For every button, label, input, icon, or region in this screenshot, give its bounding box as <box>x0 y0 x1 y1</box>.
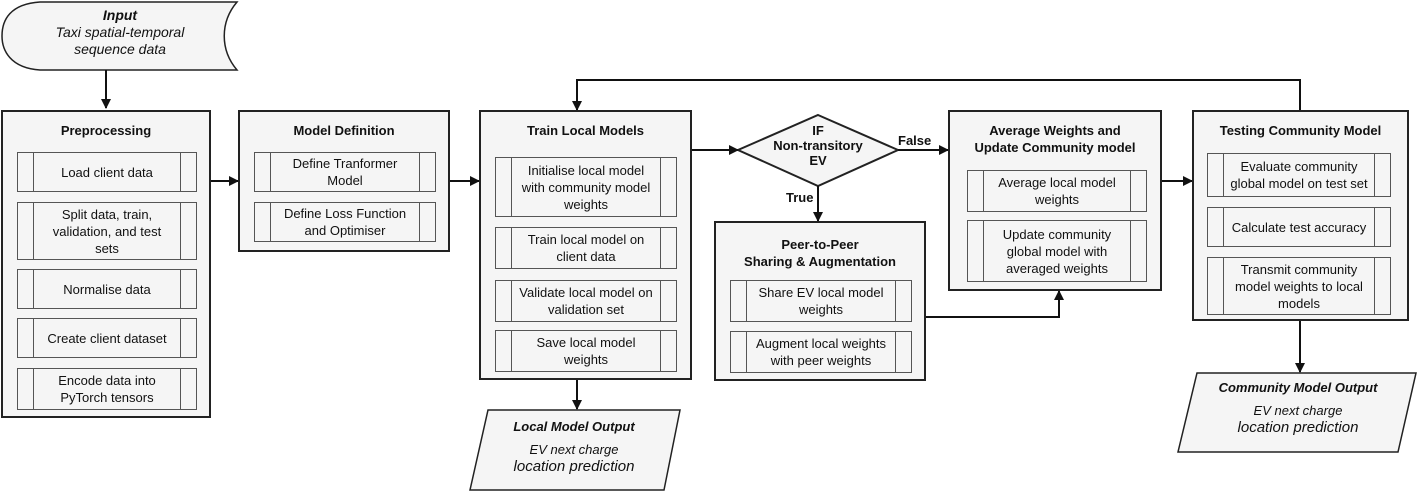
input-shape <box>1 1 239 71</box>
step-augment-weights: Augment local weights with peer weights <box>730 331 912 373</box>
average-title: Average Weights and Update Community mod… <box>950 122 1160 156</box>
arrow-testing-loop-to-train <box>572 79 1301 111</box>
decision-text: IF Non-transitory EV <box>758 123 878 168</box>
input-line-2: sequence data <box>74 41 166 57</box>
decision-line-2: Non-transitory <box>773 138 863 153</box>
testing-title: Testing Community Model <box>1219 123 1382 138</box>
step-train-local-model: Train local model on client data <box>495 227 677 269</box>
decision-line-1: IF <box>812 123 824 138</box>
peer-title-line-2: Sharing & Augmentation <box>744 254 896 269</box>
step-define-loss: Define Loss Function and Optimiser <box>254 202 436 242</box>
preprocessing-box: Preprocessing Load client data Split dat… <box>1 110 211 418</box>
step-share-weights: Share EV local model weights <box>730 280 912 322</box>
model-definition-box: Model Definition Define Tranformer Model… <box>238 110 450 252</box>
peer-title-line-1: Peer-to-Peer <box>781 237 859 252</box>
step-average-local-weights: Average local model weights <box>967 170 1147 212</box>
step-normalise-data: Normalise data <box>17 269 197 309</box>
step-create-client-dataset: Create client dataset <box>17 318 197 358</box>
train-local-title: Train Local Models <box>526 123 645 138</box>
step-update-community-model: Update community global model with avera… <box>967 220 1147 282</box>
arrow-peer-to-average <box>926 290 1064 318</box>
community-output-shape <box>1177 372 1417 453</box>
true-label: True <box>786 190 814 205</box>
local-output-line-1: EV next charge <box>529 442 619 457</box>
model-definition-title: Model Definition <box>293 123 395 138</box>
community-output-line-1: EV next charge <box>1253 403 1343 418</box>
local-output-shape <box>469 409 681 491</box>
step-initialise-local-model: Initialise local model with community mo… <box>495 157 677 217</box>
step-transmit-weights: Transmit community model weights to loca… <box>1207 257 1391 315</box>
input-block: Input Taxi spatial-temporal sequence dat… <box>20 7 220 58</box>
input-line-1: Taxi spatial-temporal <box>55 24 185 40</box>
step-save-local-weights: Save local model weights <box>495 330 677 372</box>
step-encode-tensors: Encode data into PyTorch tensors <box>17 368 197 410</box>
peer-to-peer-box: Peer-to-Peer Sharing & Augmentation Shar… <box>714 221 926 381</box>
step-define-transformer: Define Tranformer Model <box>254 152 436 192</box>
step-split-data: Split data, train, validation, and test … <box>17 202 197 260</box>
local-output-text: Local Model Output EV next charge locati… <box>484 418 664 475</box>
community-output-title: Community Model Output <box>1218 380 1378 395</box>
step-evaluate-community: Evaluate community global model on test … <box>1207 153 1391 197</box>
average-weights-box: Average Weights and Update Community mod… <box>948 110 1162 291</box>
testing-community-box: Testing Community Model Evaluate communi… <box>1192 110 1409 321</box>
average-title-line-2: Update Community model <box>974 140 1136 155</box>
community-output-text: Community Model Output EV next charge lo… <box>1197 379 1399 436</box>
average-title-line-1: Average Weights and <box>989 123 1121 138</box>
community-output-line-2: location prediction <box>1237 419 1359 436</box>
local-output-line-2: location prediction <box>513 458 635 475</box>
step-validate-local-model: Validate local model on validation set <box>495 280 677 322</box>
peer-title: Peer-to-Peer Sharing & Augmentation <box>716 236 924 270</box>
local-output-title: Local Model Output <box>513 419 635 434</box>
step-load-client-data: Load client data <box>17 152 197 192</box>
train-local-models-box: Train Local Models Initialise local mode… <box>479 110 692 380</box>
decision-line-3: EV <box>809 153 827 168</box>
input-title: Input <box>102 7 138 23</box>
preprocessing-title: Preprocessing <box>60 123 152 138</box>
step-calculate-accuracy: Calculate test accuracy <box>1207 207 1391 247</box>
false-label: False <box>898 133 932 148</box>
